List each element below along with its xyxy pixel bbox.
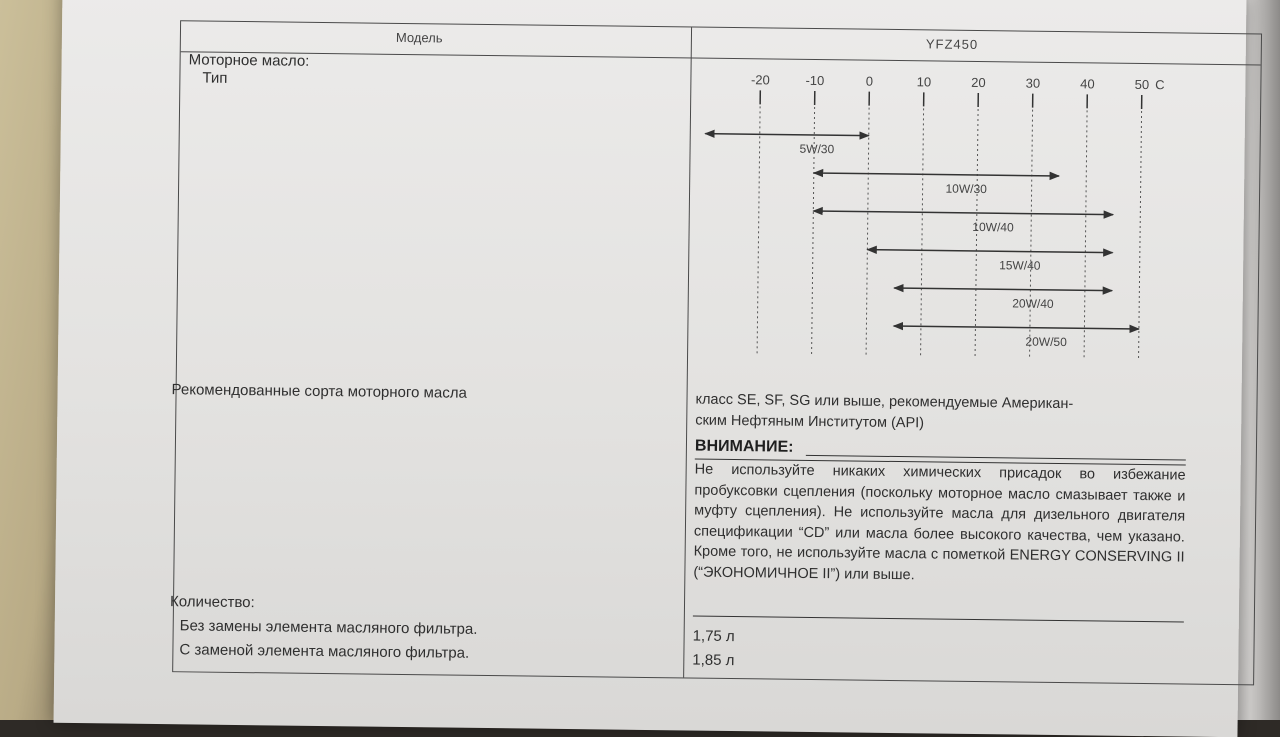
tick-label: 10 (917, 74, 932, 89)
grid-line (921, 108, 924, 358)
range-label: 10W/30 (945, 182, 987, 197)
type-label: Тип (202, 70, 227, 87)
warning-title: ВНИМАНИЕ: (695, 438, 794, 457)
grid-line (757, 106, 760, 356)
range-bar (894, 326, 1139, 329)
range-bar (894, 288, 1112, 291)
spec-table: Модель YFZ450 Моторное масло: Тип -20 -10… (172, 20, 1262, 685)
range-bar (814, 173, 1059, 176)
range-label: 5W/30 (799, 142, 834, 156)
range-bar (867, 250, 1112, 253)
column-divider (683, 27, 692, 677)
tick-label: 30 (1026, 76, 1041, 91)
range-label: 20W/40 (1012, 296, 1054, 311)
quantity-with-filter-value: 1,85 л (692, 652, 734, 670)
range-label: 20W/50 (1025, 335, 1067, 350)
tick-label: 20 (971, 75, 986, 90)
range-label: 10W/40 (972, 220, 1014, 235)
tick-label: -10 (805, 73, 824, 88)
grid-line (1030, 110, 1033, 360)
warning-text: Не используйте никаких химических присад… (693, 460, 1185, 589)
range-bar (813, 211, 1113, 215)
api-line-2: ским Нефтяным Институтом (API) (695, 413, 924, 432)
grid-line (1084, 110, 1087, 360)
quantity-label: Количество: (170, 593, 255, 611)
recommended-label: Рекомендованные сорта моторного масла (171, 381, 466, 402)
quantity-without-filter-label: Без замены элемента масляного фильтра. (180, 617, 478, 638)
oil-title: Моторное масло: (189, 51, 310, 69)
quantity-with-filter-label: С заменой элемента масляного фильтра. (179, 641, 469, 662)
grid-line (1139, 111, 1142, 361)
model-value: YFZ450 (926, 36, 978, 52)
unit-label: C (1155, 77, 1165, 92)
api-line-1: класс SE, SF, SG или выше, рекомендуемые… (695, 392, 1073, 413)
tick-label: -20 (751, 72, 770, 87)
grid-line (866, 108, 869, 358)
tick-label: 0 (866, 74, 873, 89)
range-bar (705, 134, 868, 136)
tick-label: 40 (1080, 76, 1095, 91)
tick-label: 50 (1135, 77, 1150, 92)
range-label: 15W/40 (999, 258, 1041, 273)
quantity-without-filter-value: 1,75 л (693, 628, 735, 646)
viscosity-chart: -20 -10 0 10 20 30 40 50 C 5W/30 10W/30 10W/40 15W/4… (697, 64, 1251, 371)
manual-page: Модель YFZ450 Моторное масло: Тип -20 -10… (54, 0, 1247, 737)
warning-bottom-rule (693, 616, 1184, 623)
model-label: Модель (396, 30, 443, 46)
